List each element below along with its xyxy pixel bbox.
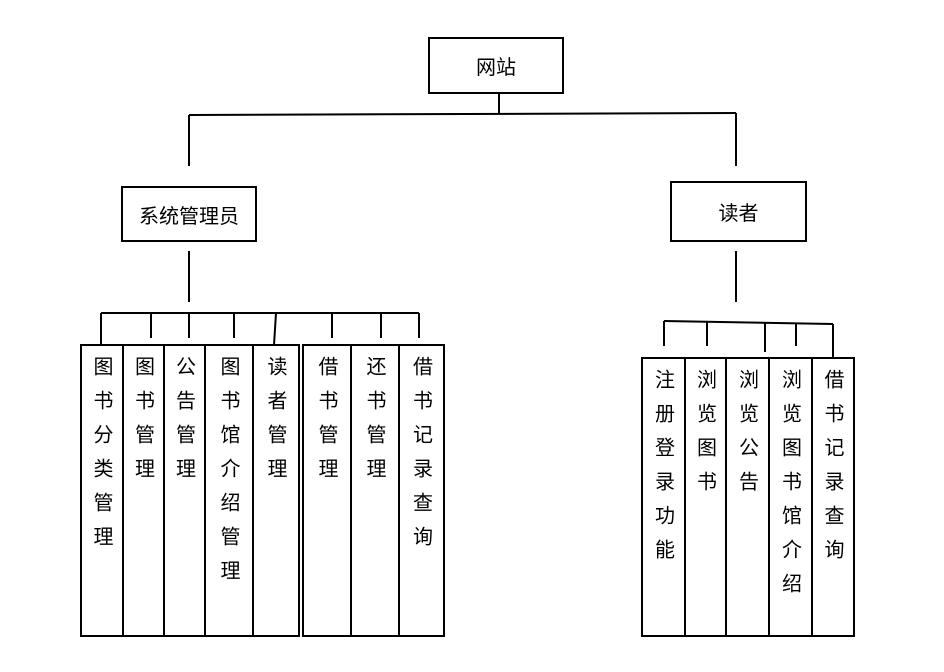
admin-leaf-label: 借书记录查询 bbox=[409, 356, 434, 560]
root-node: 网站 bbox=[428, 37, 564, 94]
reader-label: 读者 bbox=[718, 201, 759, 225]
admin-leaf-borrow-record-query: 借书记录查询 bbox=[398, 344, 445, 637]
reader-leaf-borrow-record-query: 借书记录查询 bbox=[811, 357, 855, 637]
admin-leaf-label: 图书管理 bbox=[131, 356, 156, 492]
reader-leaf-label: 浏览公告 bbox=[735, 369, 760, 505]
admin-leaf-borrow-mgmt: 借书管理 bbox=[302, 344, 352, 637]
reader-leaf-register-login: 注册登录功能 bbox=[641, 357, 686, 637]
admin-leaf-label: 读者管理 bbox=[264, 356, 288, 492]
admin-leaf-label: 借书管理 bbox=[315, 356, 339, 492]
reader-leaf-browse-library-intro: 浏览图书馆介绍 bbox=[768, 357, 813, 637]
admin-leaf-notice-mgmt: 公告管理 bbox=[163, 344, 206, 637]
admin-leaf-library-intro-mgmt: 图书馆介绍管理 bbox=[204, 344, 254, 637]
admin-leaf-label: 公告管理 bbox=[172, 356, 197, 492]
admin-leaf-reader-mgmt: 读者管理 bbox=[252, 344, 300, 637]
reader-leaf-browse-notices: 浏览公告 bbox=[725, 357, 770, 637]
reader-leaf-browse-books: 浏览图书 bbox=[684, 357, 727, 637]
reader-leaf-label: 借书记录查询 bbox=[821, 369, 845, 573]
reader-node: 读者 bbox=[670, 181, 807, 242]
admin-leaf-book-mgmt: 图书管理 bbox=[122, 344, 165, 637]
admin-leaf-label: 图书分类管理 bbox=[90, 356, 114, 560]
admin-leaf-label: 图书馆介绍管理 bbox=[217, 356, 241, 594]
reader-leaf-label: 浏览图书馆介绍 bbox=[778, 369, 803, 607]
reader-leaf-label: 注册登录功能 bbox=[651, 369, 676, 573]
root-label: 网站 bbox=[476, 55, 516, 79]
admin-leaf-label: 还书管理 bbox=[363, 356, 387, 492]
admin-leaf-return-mgmt: 还书管理 bbox=[350, 344, 400, 637]
reader-leaf-label: 浏览图书 bbox=[693, 369, 718, 505]
admin-leaf-category-mgmt: 图书分类管理 bbox=[80, 344, 124, 637]
admin-node: 系统管理员 bbox=[121, 186, 257, 242]
admin-label: 系统管理员 bbox=[139, 203, 239, 228]
